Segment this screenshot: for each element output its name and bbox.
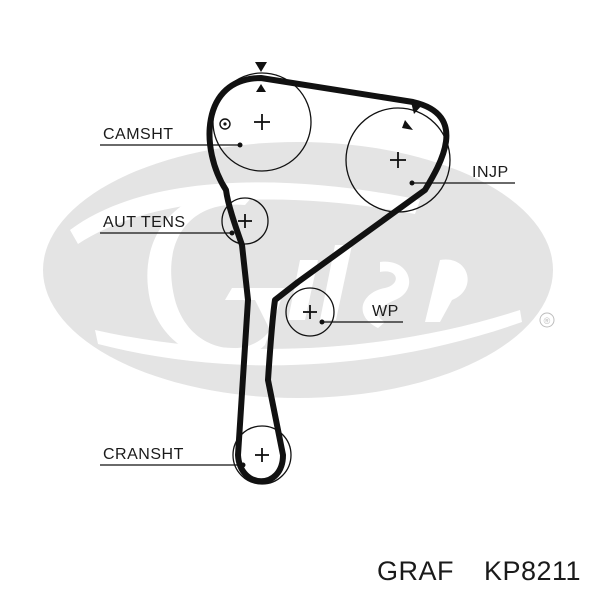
- registered-mark: ®: [544, 316, 551, 326]
- injection-pump-pulley: [345, 107, 451, 213]
- injection-pump-leader: [409, 180, 515, 186]
- water-pump-leader: [319, 319, 403, 325]
- camshaft-pulley: [212, 72, 312, 172]
- camshaft-sensor-icon: [219, 118, 231, 130]
- tensioner-label: AUT TENS: [103, 214, 186, 231]
- registered-mark-circle: [539, 312, 555, 328]
- injection-pump-belt-mark-icon: [402, 120, 413, 130]
- part-number-caption: KP8211: [484, 556, 581, 586]
- brand-caption: GRAF: [377, 556, 454, 586]
- camshaft-label: CAMSHT: [103, 126, 174, 143]
- tensioner-leader: [100, 230, 235, 236]
- injection-pump-label: INJP: [472, 164, 509, 181]
- timing-belt: [206, 75, 450, 485]
- watermark-letter-G: [147, 188, 285, 360]
- tensioner-pulley: [221, 197, 269, 245]
- watermark-swoosh-bottom: [95, 310, 522, 366]
- camshaft-leader: [100, 142, 243, 148]
- camshaft-belt-mark-icon: [256, 84, 266, 92]
- crankshaft-pulley: [232, 425, 292, 485]
- camshaft-timing-mark-icon: [255, 62, 267, 72]
- crankshaft-label: CRANSHT: [103, 446, 184, 463]
- water-pump-label: WP: [372, 303, 399, 320]
- crankshaft-leader: [100, 462, 246, 468]
- water-pump-pulley: [285, 287, 335, 337]
- watermark-swoosh-top: [70, 182, 420, 244]
- gates-watermark-logo: ®: [43, 142, 555, 398]
